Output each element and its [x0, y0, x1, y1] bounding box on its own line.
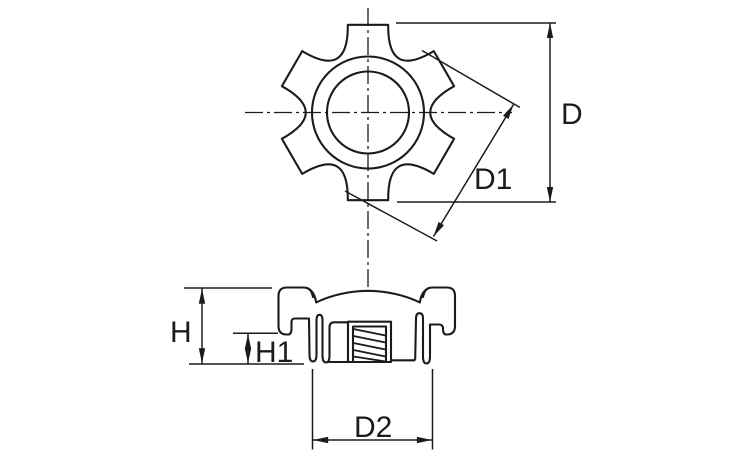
dimension-arrowheads: [198, 23, 554, 444]
insert-inner-box: [351, 325, 388, 364]
dimension-D: D: [396, 22, 583, 203]
arrowhead: [313, 436, 329, 444]
arrowhead: [244, 334, 252, 349]
section-view: H H1 D2: [170, 286, 457, 450]
dimension-label-h1: H1: [255, 336, 293, 369]
thread-hatch: [353, 328, 386, 363]
ext-line-d1-upper: [421, 49, 521, 109]
section-left-profile: [277, 286, 350, 364]
dimension-label-d: D: [561, 98, 583, 131]
dimension-H: H: [170, 287, 304, 365]
arrowhead: [503, 104, 514, 119]
arrowhead: [433, 222, 444, 237]
dimension-D1: D1: [344, 49, 521, 242]
dimension-D2: D2: [311, 369, 434, 450]
threaded-insert: [346, 320, 393, 364]
ext-line-d1-lower: [344, 190, 438, 242]
insert-outer-box: [346, 320, 393, 364]
arrowhead: [416, 436, 432, 444]
star-knob-outline: [280, 23, 456, 202]
dimension-label-d1: D1: [474, 163, 512, 196]
arrowhead: [198, 348, 206, 364]
section-dome: [305, 286, 431, 304]
dim-line-d1: [432, 104, 515, 237]
arrowhead: [198, 288, 206, 304]
arrowhead: [546, 187, 554, 202]
top-view: D D1: [245, 8, 583, 290]
arrowhead: [546, 23, 554, 38]
dimension-label-d2: D2: [354, 411, 392, 444]
section-right-profile: [389, 286, 457, 365]
dimension-label-h: H: [170, 316, 192, 349]
arrowhead: [244, 348, 252, 364]
